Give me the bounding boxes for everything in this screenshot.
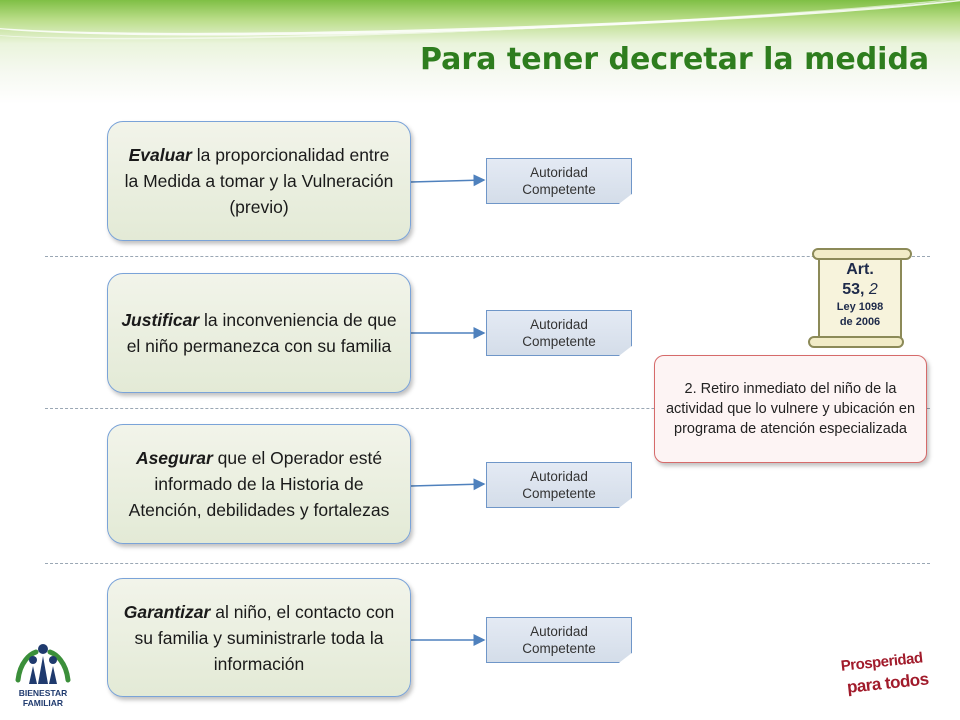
prosperidad-para-todos-logo: Prosperidad para todos bbox=[838, 649, 946, 708]
authority-label-line1: Autoridad bbox=[530, 469, 588, 484]
action-description: al niño, el contacto con su familia y su… bbox=[134, 601, 395, 674]
action-text: Garantizar al niño, el contacto con su f… bbox=[120, 599, 398, 677]
article-numeral: 2 bbox=[864, 281, 878, 298]
action-verb: Asegurar bbox=[135, 448, 213, 468]
article-number-line: 53, 2 bbox=[842, 281, 878, 298]
scroll-bottom-roll bbox=[808, 336, 904, 348]
authority-box: Autoridad Competente bbox=[486, 158, 632, 204]
family-figures-icon bbox=[15, 644, 71, 684]
authority-label-line2: Competente bbox=[522, 182, 596, 197]
scroll-body bbox=[818, 254, 902, 342]
law-year: de 2006 bbox=[839, 316, 881, 328]
legal-reference-scroll: Art. 53, 2 Ley 1098 de 2006 bbox=[808, 248, 912, 348]
authority-label-line1: Autoridad bbox=[530, 624, 588, 639]
row-separator bbox=[45, 256, 930, 257]
action-box-evaluar: Evaluar la proporcionalidad entre la Med… bbox=[107, 121, 411, 241]
action-verb: Evaluar bbox=[128, 145, 192, 165]
action-description: la inconveniencia de que el niño permane… bbox=[126, 310, 397, 356]
action-text: Asegurar que el Operador esté informado … bbox=[120, 445, 398, 523]
page-title: Para tener decretar la medida bbox=[420, 42, 930, 77]
authority-label-line1: Autoridad bbox=[530, 317, 588, 332]
authority-label-line1: Autoridad bbox=[530, 165, 588, 180]
header-banner: Para tener decretar la medida bbox=[0, 0, 960, 104]
bienestar-familiar-label: BIENESTAR FAMILIAR bbox=[18, 688, 68, 708]
row-separator bbox=[45, 408, 930, 409]
bienestar-familiar-logo: BIENESTAR FAMILIAR bbox=[12, 640, 74, 714]
authority-box: Autoridad Competente bbox=[486, 310, 632, 356]
connector-arrow-3 bbox=[410, 478, 486, 491]
action-text: Evaluar la proporcionalidad entre la Med… bbox=[120, 142, 398, 220]
article-number: 53, bbox=[842, 281, 865, 298]
action-verb: Garantizar bbox=[123, 601, 211, 622]
authority-label-line2: Competente bbox=[522, 486, 596, 501]
article-label: Art. bbox=[846, 261, 874, 278]
action-description: la proporcionalidad entre la Medida a to… bbox=[124, 145, 394, 217]
row-separator bbox=[45, 563, 930, 564]
authority-box: Autoridad Competente bbox=[486, 617, 632, 663]
measure-note-text: 2. Retiro inmediato del niño de la activ… bbox=[665, 381, 916, 437]
action-box-asegurar: Asegurar que el Operador esté informado … bbox=[107, 424, 411, 544]
logo-line-2: para todos bbox=[846, 669, 930, 697]
action-verb: Justificar bbox=[121, 310, 200, 330]
action-box-garantizar: Garantizar al niño, el contacto con su f… bbox=[107, 578, 411, 697]
law-number: Ley 1098 bbox=[836, 301, 884, 313]
scroll-text: Art. 53, 2 Ley 1098 de 2006 bbox=[820, 260, 900, 330]
measure-note: 2. Retiro inmediato del niño de la activ… bbox=[654, 355, 927, 463]
action-description: que el Operador esté informado de la His… bbox=[128, 448, 390, 520]
action-text: Justificar la inconveniencia de que el n… bbox=[120, 307, 398, 359]
scroll-top-roll bbox=[812, 248, 912, 260]
action-box-justificar: Justificar la inconveniencia de que el n… bbox=[107, 273, 411, 393]
authority-box: Autoridad Competente bbox=[486, 462, 632, 508]
authority-label-line2: Competente bbox=[522, 334, 596, 349]
connector-arrow-1 bbox=[410, 174, 486, 187]
authority-label-line2: Competente bbox=[522, 641, 596, 656]
